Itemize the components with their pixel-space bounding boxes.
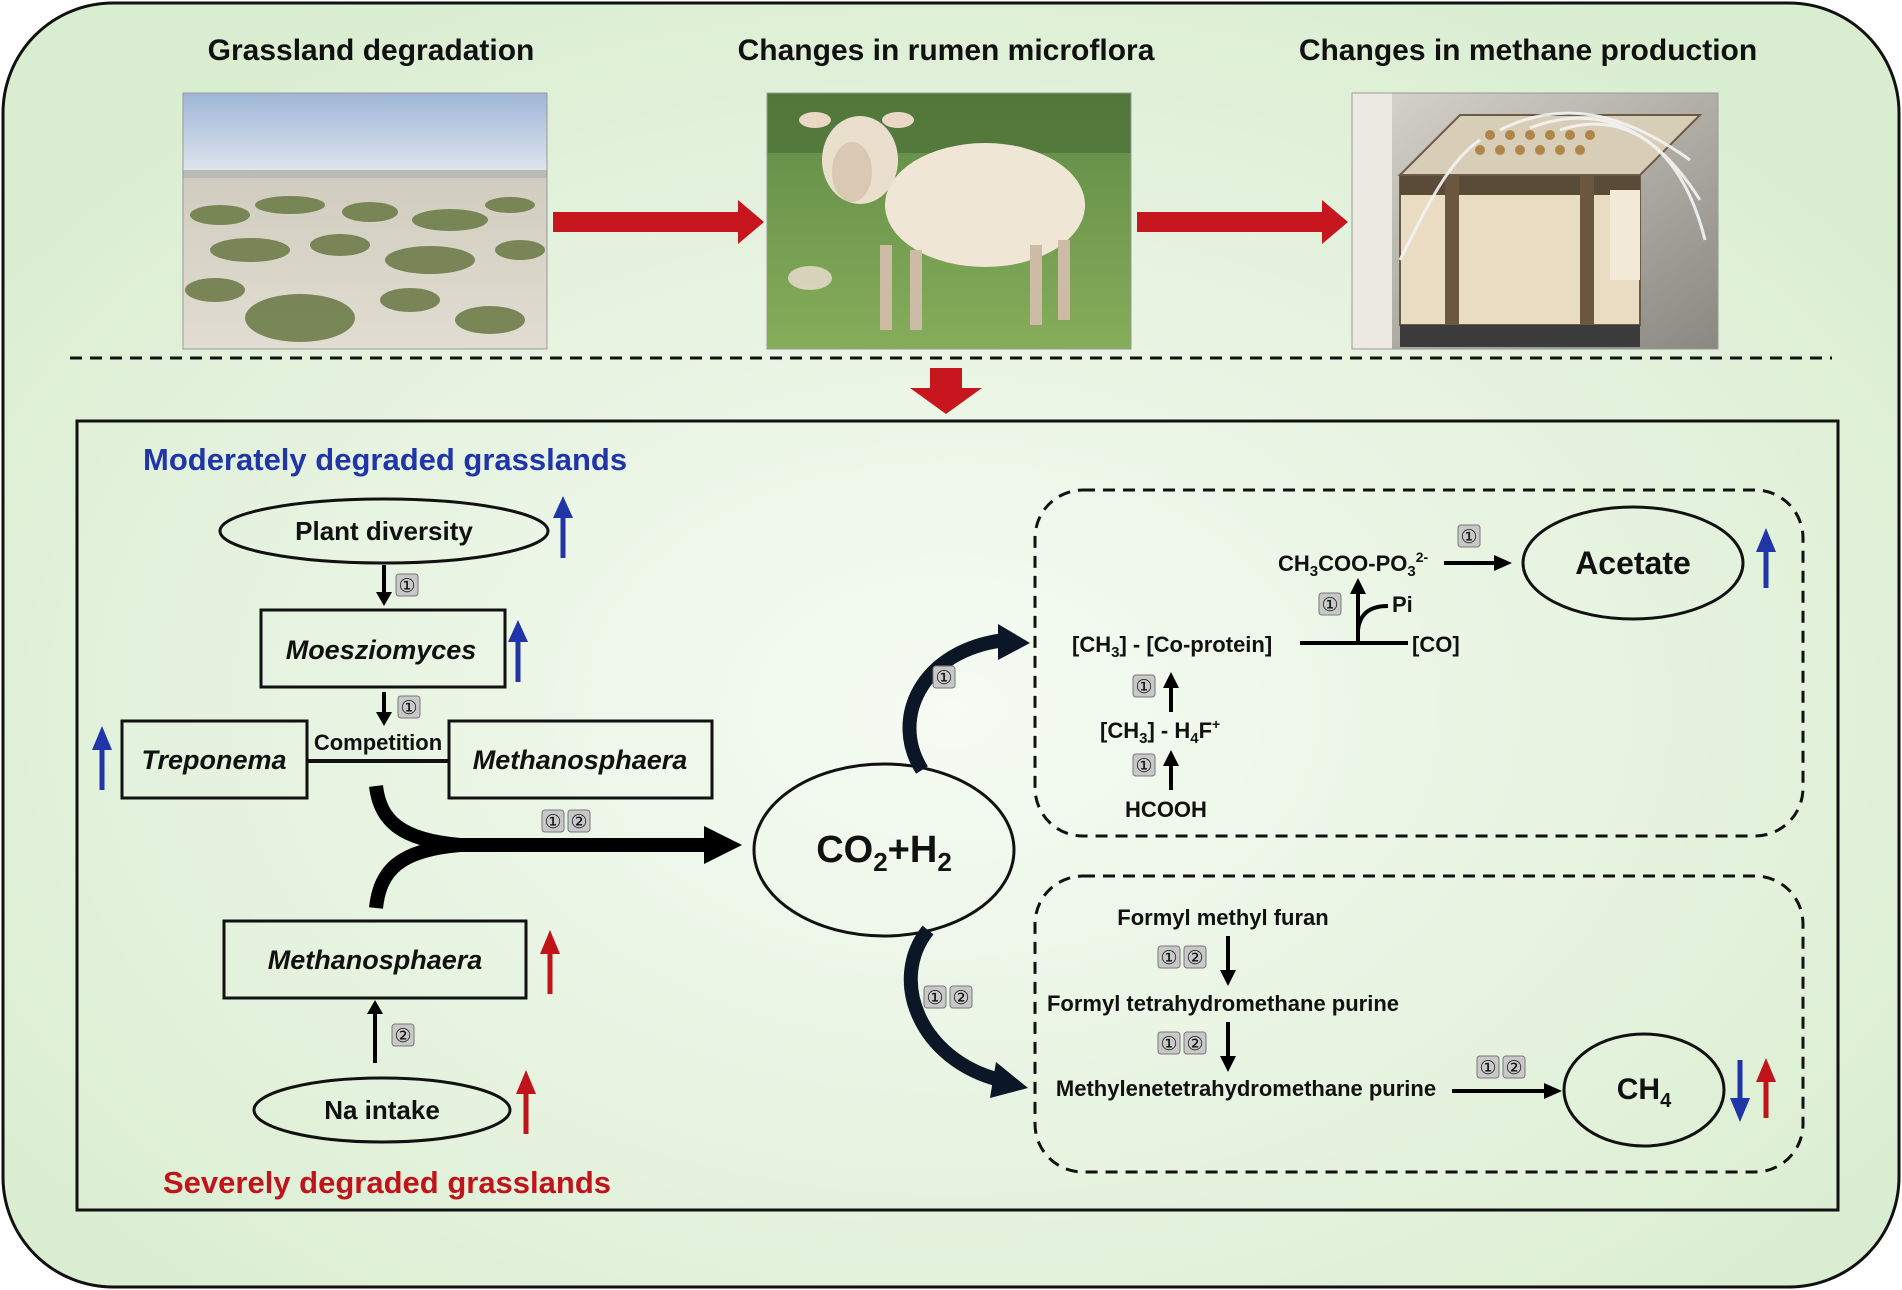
grassland-photo [182,92,548,350]
co-label: [CO] [1412,632,1460,657]
acetate-pathway-box [1033,488,1805,838]
competition-label: Competition [314,730,442,755]
flow-arrow-1 [553,200,764,244]
acetate-label: Acetate [1575,545,1691,581]
svg-text:①: ① [1460,526,1477,548]
panel3-title: Changes in methane production [1299,34,1757,67]
pi-label: Pi [1392,592,1413,617]
curve-arrow-to-methane [903,925,1002,1087]
svg-text:①: ① [1135,755,1152,777]
badge-1-acetate: ① [1457,524,1481,548]
pi-branch [1356,604,1389,631]
svg-text:①: ① [544,811,561,833]
moderate-title: Moderately degraded grasslands [143,442,627,477]
svg-text:①: ① [400,697,417,719]
svg-text:②: ② [952,987,969,1009]
panel2-title: Changes in rumen microflora [738,34,1155,67]
badge-1-pi: ① [1318,592,1342,616]
na-intake-node [252,1076,512,1144]
plant-diversity-label: Plant diversity [295,516,473,546]
ch4-label: CH4 [1617,1073,1672,1112]
acetyl-phosphate-label: CH3COO-PO32- [1278,549,1428,580]
na-intake-label: Na intake [324,1095,440,1125]
mechanism-box [75,419,1840,1212]
badge-1-h4f: ① [1132,674,1156,698]
increase-arrow-acetate [1756,528,1776,588]
increase-arrow-plant-diversity [553,496,573,558]
increase-arrow-treponema [92,726,112,790]
svg-text:②: ② [1186,1033,1203,1055]
h4f-label: [CH3] - H4F+ [1100,716,1220,747]
svg-text:①: ① [1160,1033,1177,1055]
svg-text:①: ① [1135,676,1152,698]
severe-title: Severely degraded grasslands [163,1165,611,1200]
decrease-arrow-ch4 [1730,1060,1750,1122]
badge-1-hcooh: ① [1132,753,1156,777]
svg-text:①: ① [935,667,952,689]
svg-text:②: ② [1186,947,1203,969]
acetate-node [1521,505,1745,621]
svg-text:①: ① [398,575,415,597]
methanosphaera-top-node [447,719,714,800]
panel1-title: Grassland degradation [208,34,535,67]
methylenetetrahydromethane-purine-label: Methylenetetrahydromethane purine [1056,1076,1436,1101]
treponema-label: Treponema [141,745,286,775]
increase-arrow-na-intake [516,1070,536,1134]
increase-arrow-ch4 [1756,1058,1776,1118]
svg-text:①: ① [1321,594,1338,616]
badge-1-acetate-curve: ① [932,665,956,689]
curve-arrow-to-acetate [902,633,1006,774]
methanosphaera-bottom-label: Methanosphaera [268,945,483,975]
badge-1-moesziomyces-competition: ① [397,695,421,719]
co2-h2-label: CO2+H2 [816,829,952,877]
badge-12-step1: ① ② [1157,945,1207,969]
incubator-photo [1351,92,1719,350]
moesziomyces-node [259,608,507,689]
svg-text:①: ① [926,987,943,1009]
flow-arrow-2 [1137,200,1348,244]
svg-text:①: ① [1160,947,1177,969]
co-protein-label: [CH3] - [Co-protein] [1072,632,1272,661]
methanosphaera-top-label: Methanosphaera [473,745,688,775]
plant-diversity-node [218,497,550,565]
moesziomyces-label: Moesziomyces [286,635,477,665]
badge-1-plant-moesziomyces: ① [395,573,419,597]
formyl-methyl-furan-label: Formyl methyl furan [1117,905,1328,930]
badge-12-methane-curve: ① ② [923,985,973,1009]
down-arrow [910,368,982,414]
svg-text:①: ① [1479,1057,1496,1079]
hcooh-label: HCOOH [1125,797,1207,822]
methanosphaera-bottom-node [222,919,528,1000]
merge-curve-bottom [369,838,461,909]
formyl-tetrahydromethane-purine-label: Formyl tetrahydromethane purine [1047,991,1399,1016]
sheep-photo [766,92,1132,350]
increase-arrow-moesziomyces [508,620,528,682]
svg-text:②: ② [570,811,587,833]
svg-text:②: ② [1505,1057,1522,1079]
ch4-node [1562,1032,1726,1148]
methane-pathway-box [1033,874,1805,1174]
badge-12-merge: ① ② [541,809,591,833]
svg-text:②: ② [394,1025,411,1047]
badge-2-na: ② [391,1023,415,1047]
co2-h2-node [752,762,1016,938]
badge-12-ch4: ① ② [1476,1055,1526,1079]
increase-arrow-methanosphaera-severe [540,930,560,994]
badge-12-step2: ① ② [1157,1031,1207,1055]
